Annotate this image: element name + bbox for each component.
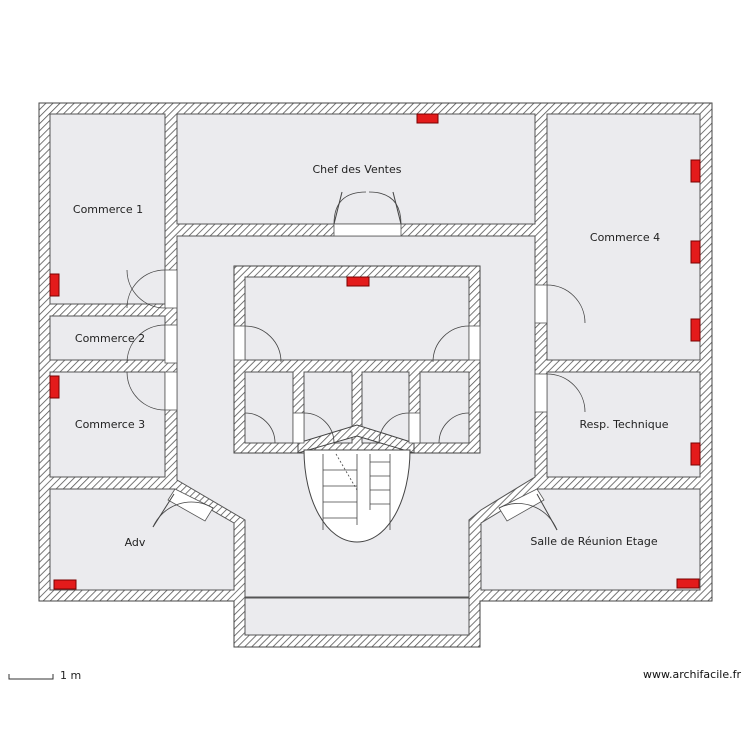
door-salle-reunion <box>498 488 545 522</box>
door-commerce-4 <box>534 284 548 324</box>
room-resp-technique <box>546 371 701 478</box>
room-salle-reunion <box>480 488 701 591</box>
radiator-adv <box>53 579 77 590</box>
room-commerce-2 <box>49 315 166 361</box>
central-notch <box>297 424 415 454</box>
radiator-commerce-3 <box>49 375 60 399</box>
door-central-left <box>233 325 246 361</box>
label-chef-des-ventes: Chef des Ventes <box>313 163 402 176</box>
door-commerce-2 <box>164 324 178 364</box>
label-commerce-4: Commerce 4 <box>590 231 660 244</box>
radiator-central <box>346 276 370 287</box>
radiators <box>49 113 701 590</box>
door-commerce-1 <box>164 269 178 309</box>
door-chef-des-ventes <box>333 223 402 237</box>
wc-1 <box>244 371 294 444</box>
radiator-salle-reunion <box>676 578 700 589</box>
label-commerce-3: Commerce 3 <box>75 418 145 431</box>
radiator-commerce-4-c <box>690 318 701 342</box>
radiator-commerce-4-a <box>690 159 701 183</box>
room-commerce-3 <box>49 371 166 478</box>
staircase <box>303 449 411 543</box>
credit-text: www.archifacile.fr <box>643 668 741 681</box>
room-chef-des-ventes <box>176 113 536 225</box>
label-resp-technique: Resp. Technique <box>579 418 668 431</box>
radiator-chef-des-ventes <box>416 113 439 124</box>
wc-4 <box>419 371 470 444</box>
room-commerce-1 <box>49 113 166 305</box>
radiator-commerce-1 <box>49 273 60 297</box>
scale-bar: 1 m <box>8 669 81 682</box>
label-adv: Adv <box>125 536 146 549</box>
label-commerce-1: Commerce 1 <box>73 203 143 216</box>
room-commerce-4 <box>546 113 701 361</box>
radiator-commerce-4-b <box>690 240 701 264</box>
bottom-alcove <box>244 597 470 636</box>
room-adv <box>49 488 235 591</box>
door-adv <box>167 488 214 522</box>
radiator-resp-technique <box>690 442 701 466</box>
door-resp-technique <box>534 373 548 413</box>
room-labels: Chef des Ventes Commerce 1 Commerce 2 Co… <box>73 163 669 549</box>
scale-label: 1 m <box>60 669 81 682</box>
door-commerce-3 <box>164 371 178 411</box>
central-block <box>233 265 481 454</box>
label-commerce-2: Commerce 2 <box>75 332 145 345</box>
doors <box>126 191 586 531</box>
central-upper-room <box>244 276 470 361</box>
door-central-right <box>468 325 481 361</box>
label-salle-reunion: Salle de Réunion Etage <box>530 535 657 548</box>
